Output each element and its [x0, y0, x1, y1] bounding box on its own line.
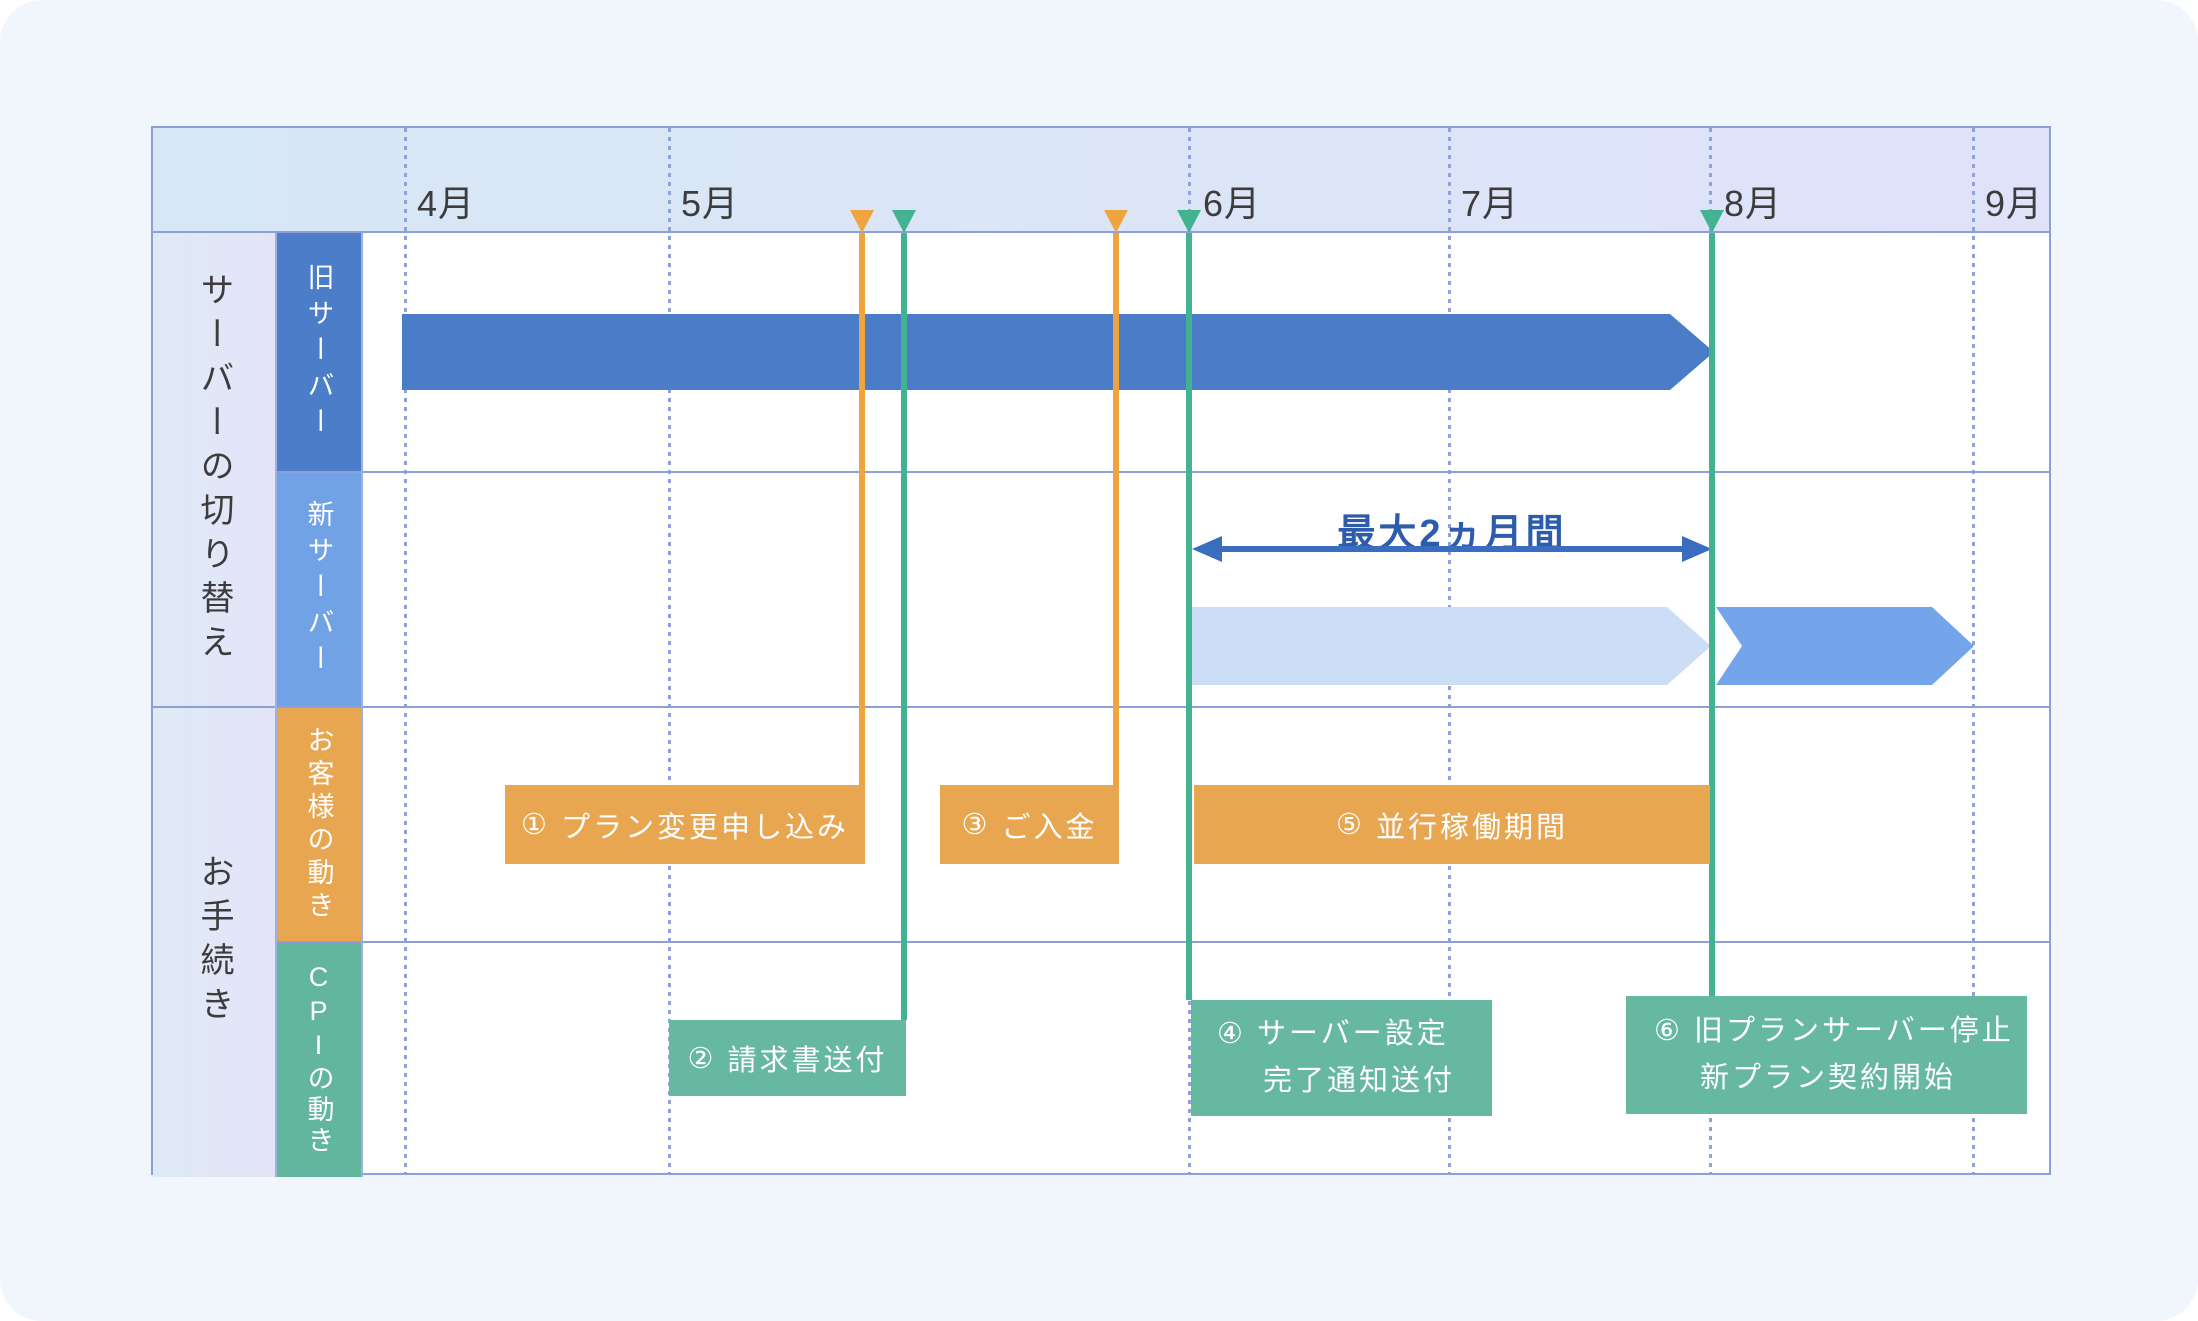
event-number: ②: [687, 1042, 714, 1075]
column-border-rowlabel: [361, 233, 363, 1177]
gridline-april: [404, 128, 407, 1173]
event-label: 請求書送付: [727, 1045, 888, 1077]
event-number: ④: [1217, 1018, 1243, 1051]
month-axis-header: [153, 128, 2049, 233]
row-header-new-server: 新サーバー: [276, 472, 362, 707]
row-label-old-server: 旧サーバー: [303, 262, 334, 443]
row-label-cpi-actions: CPIの動き: [303, 962, 334, 1157]
marker-triangle-orange-event1-icon: [850, 210, 874, 233]
old-server-bar: [402, 314, 1714, 390]
month-label-july: 7月: [1461, 183, 1520, 224]
column-border-group: [275, 233, 277, 1177]
marker-triangle-green-event2-icon: [892, 210, 916, 233]
group-label-procedure: お手続き: [195, 854, 233, 1030]
month-label-april: 4月: [417, 183, 476, 224]
max-period-range-arrow-icon: [1192, 536, 1712, 562]
event-number: ①: [520, 809, 547, 841]
event-line2: 新プラン契約開始: [1700, 1062, 1957, 1094]
event-box-invoice: ② 請求書送付: [669, 1020, 906, 1096]
event-label: 並行稼働期間: [1375, 811, 1568, 844]
month-label-september: 9月: [1985, 183, 2044, 224]
row-header-old-server: 旧サーバー: [276, 233, 362, 472]
row-header-customer-actions: お客様の動き: [276, 707, 362, 942]
row-border-old-new: [276, 471, 2049, 473]
connector-line-event3: [1113, 233, 1119, 785]
new-server-active-bar: [1716, 607, 1974, 685]
month-label-august: 8月: [1724, 183, 1783, 224]
connector-line-event6: [1709, 233, 1715, 996]
event-number: ③: [961, 809, 988, 841]
event-label: プラン変更申し込み: [560, 811, 849, 844]
event-label: ご入金: [1001, 811, 1098, 844]
event-label: 旧プランサーバー停止: [1694, 1015, 2014, 1048]
marker-triangle-green-event6-icon: [1700, 210, 1724, 233]
group-cell-server-switch: サーバーの切り替え: [153, 233, 276, 707]
month-label-june: 6月: [1203, 183, 1262, 224]
marker-triangle-orange-event3-icon: [1104, 210, 1128, 233]
event-box-payment: ③ ご入金: [940, 785, 1119, 864]
gridline-september: [1972, 128, 1975, 1173]
event-box-setup-complete: ④ サーバー設定 完了通知送付: [1191, 1000, 1492, 1116]
event-number: ⑥: [1654, 1015, 1680, 1048]
row-label-customer-actions: お客様の動き: [303, 725, 334, 924]
group-cell-procedure: お手続き: [153, 707, 276, 1177]
event-line1: ④ サーバー設定: [1217, 1011, 1449, 1058]
row-header-cpi-actions: CPIの動き: [276, 942, 362, 1177]
connector-line-event4: [1186, 233, 1192, 1000]
new-server-parallel-bar: [1192, 607, 1711, 685]
event-box-parallel-period: ⑤ 並行稼働期間: [1194, 785, 1710, 864]
event-label: サーバー設定: [1257, 1018, 1449, 1051]
group-label-server-switch: サーバーの切り替え: [195, 272, 233, 668]
connector-line-event1: [859, 233, 865, 785]
marker-triangle-green-event4-icon: [1177, 210, 1201, 233]
group-border-line: [153, 706, 2049, 708]
event-box-plan-change: ① プラン変更申し込み: [505, 785, 865, 864]
month-label-may: 5月: [681, 183, 740, 224]
connector-line-event2: [901, 233, 907, 1020]
event-line1: ⑥ 旧プランサーバー停止: [1654, 1008, 2014, 1055]
row-label-new-server: 新サーバー: [303, 499, 334, 680]
event-number: ⑤: [1335, 809, 1362, 841]
event-line2: 完了通知送付: [1263, 1065, 1456, 1097]
event-box-plan-switchover: ⑥ 旧プランサーバー停止 新プラン契約開始: [1626, 996, 2027, 1114]
schedule-gantt-chart: 4月 5月 6月 7月 8月 9月 サーバーの切り替え お手続き 旧サーバー 新…: [151, 126, 2051, 1177]
gridline-may: [668, 128, 671, 1173]
row-border-customer-cpi: [276, 941, 2049, 943]
